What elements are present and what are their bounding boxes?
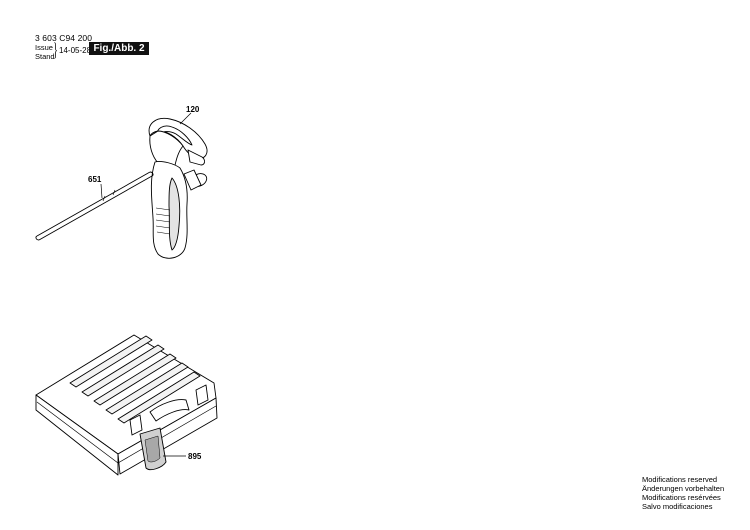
leader-line-120 (179, 112, 192, 125)
brace-glyph: } (53, 40, 58, 61)
auxiliary-handle-part (148, 117, 208, 259)
leader-line-651 (100, 183, 103, 199)
modifications-notice: Modifications reserved Änderungen vorbeh… (642, 475, 724, 511)
issue-label: Issue (35, 43, 53, 52)
stand-label: Stand (35, 52, 55, 61)
issue-stand-labels: Issue Stand (35, 43, 55, 61)
callout-895: 895 (188, 452, 202, 461)
modifications-en: Modifications reserved (642, 475, 718, 484)
callout-120: 120 (186, 105, 200, 114)
modifications-es: Salvo modificaciones (642, 502, 713, 511)
figure-label-badge: Fig./Abb. 2 (89, 42, 149, 55)
callout-651: 651 (88, 175, 102, 184)
modifications-fr: Modifications resérvées (642, 493, 721, 502)
part-number: 3 603 C94 200 (35, 33, 93, 43)
issue-date: 14-05-28 (59, 46, 92, 55)
modifications-de: Änderungen vorbehalten (642, 484, 725, 493)
depth-stop-rod-part (35, 171, 154, 241)
carrying-case-part (35, 334, 218, 476)
